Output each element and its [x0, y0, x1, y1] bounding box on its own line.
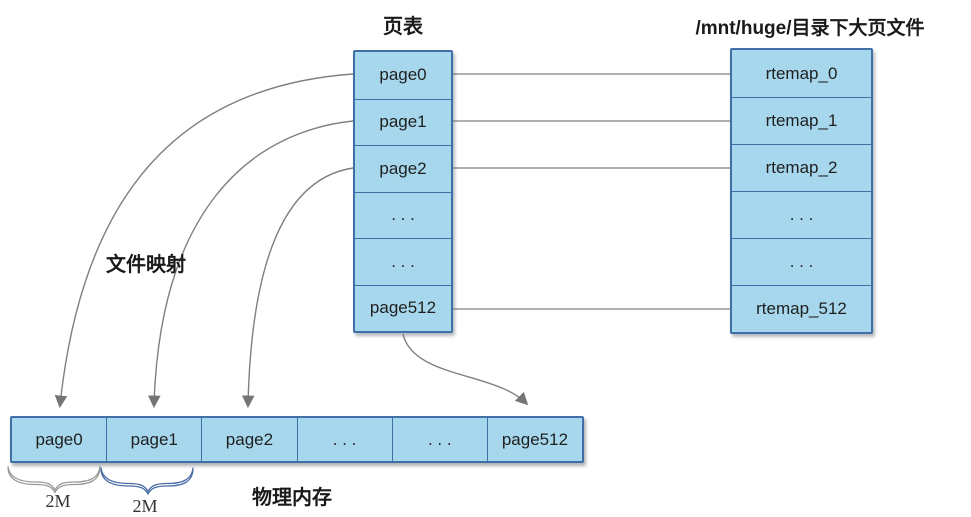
curve-arrow-page512 [402, 333, 529, 406]
memory-cell-page2: page2 [201, 418, 296, 461]
huge-file-cell-ellipsis-2: . . . [732, 238, 871, 285]
huge-files-title: /mnt/huge/目录下大页文件 [660, 13, 960, 40]
memory-cell-ellipsis-1: . . . [296, 418, 392, 461]
size-label-2m-0: 2M [45, 491, 71, 511]
page-table-column: page0 page1 page2 . . . . . . page512 [353, 50, 453, 333]
memory-cell-page0: page0 [35, 429, 83, 449]
huge-files-title-path: /mnt/huge/ [695, 18, 792, 39]
brace-2m-blue [100, 467, 194, 496]
huge-file-cell-rtemap512: rtemap_512 [732, 285, 871, 332]
huge-file-cell-rtemap0: rtemap_0 [765, 63, 838, 83]
curve-arrow-page2 [241, 167, 354, 409]
memory-cell-page512: page512 [486, 418, 582, 461]
brace-2m-gray [7, 465, 101, 494]
page-table-cell-page2: page2 [355, 145, 451, 192]
physical-memory-row: page0 page1 page2 . . . . . . page512 [10, 416, 584, 463]
pagetable-to-file-connectors [453, 73, 731, 310]
huge-files-column: rtemap_0 rtemap_1 rtemap_2 . . . . . . r… [730, 48, 873, 334]
huge-files-title-text: 目录下大页文件 [791, 18, 925, 39]
size-label-2m-1: 2M [132, 496, 158, 516]
page-table-cell-ellipsis-1: . . . [355, 191, 451, 239]
huge-file-cell-ellipsis-1: . . . [732, 191, 871, 238]
page-table-cell-page0: page0 [379, 65, 427, 85]
physical-memory-label: 物理内存 [252, 487, 332, 509]
curve-arrow-page0 [54, 73, 354, 409]
memory-cell-ellipsis-2: . . . [391, 418, 487, 461]
file-mapping-label: 文件映射 [106, 254, 186, 276]
memory-cell-page1: page1 [106, 418, 201, 461]
size-braces [7, 465, 194, 496]
page-table-cell-page512: page512 [355, 284, 451, 332]
huge-file-cell-rtemap1: rtemap_1 [732, 97, 871, 144]
huge-file-cell-rtemap2: rtemap_2 [732, 144, 871, 191]
page-table-title: 页表 [383, 16, 423, 38]
page-table-cell-page1: page1 [355, 98, 451, 146]
pagetable-to-memory-arrows [54, 73, 529, 409]
page-table-cell-ellipsis-2: . . . [355, 238, 451, 285]
